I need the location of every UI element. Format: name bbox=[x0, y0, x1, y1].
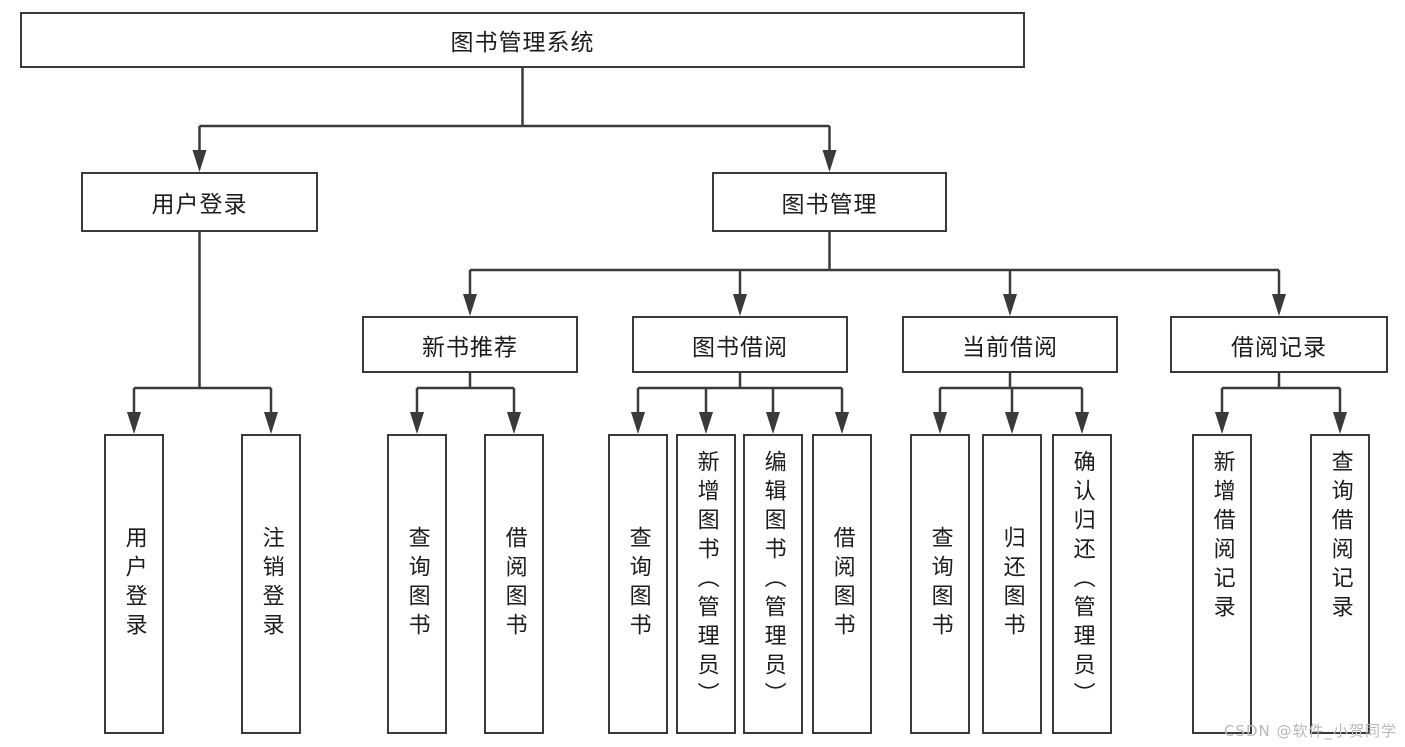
node-user-login[interactable]: 用户登录 bbox=[81, 172, 318, 232]
node-label: 查询图书 bbox=[404, 526, 430, 642]
node-label: 新增图书（管理员） bbox=[693, 450, 719, 711]
node-leaf-return-book[interactable]: 归还图书 bbox=[982, 434, 1042, 734]
connector-arrowhead bbox=[127, 412, 141, 434]
node-root[interactable]: 图书管理系统 bbox=[20, 12, 1025, 68]
connector-arrowhead bbox=[463, 294, 477, 316]
connector-arrowhead bbox=[1272, 294, 1286, 316]
connector-arrowhead bbox=[1215, 412, 1229, 434]
node-label: 用户登录 bbox=[151, 192, 248, 218]
node-label: 查询图书 bbox=[927, 526, 953, 642]
node-leaf-borrow-book-2[interactable]: 借阅图书 bbox=[812, 434, 872, 734]
node-leaf-query-book-3[interactable]: 查询图书 bbox=[910, 434, 970, 734]
node-leaf-query-record[interactable]: 查询借阅记录 bbox=[1310, 434, 1370, 734]
connector-arrowhead bbox=[933, 412, 947, 434]
connector-arrowhead bbox=[1003, 294, 1017, 316]
connector-arrowhead bbox=[733, 294, 747, 316]
connector-arrowhead bbox=[192, 150, 207, 172]
node-leaf-query-book-2[interactable]: 查询图书 bbox=[608, 434, 668, 734]
connector-arrowhead bbox=[264, 412, 278, 434]
node-label: 注销登录 bbox=[258, 526, 284, 642]
node-borrow-record[interactable]: 借阅记录 bbox=[1170, 316, 1388, 373]
node-leaf-user-logout[interactable]: 注销登录 bbox=[241, 434, 301, 734]
node-label: 借阅图书 bbox=[829, 526, 855, 642]
node-label: 当前借阅 bbox=[962, 334, 1058, 361]
node-book-manage[interactable]: 图书管理 bbox=[712, 172, 947, 232]
connector-arrowhead bbox=[699, 412, 713, 434]
node-leaf-user-login[interactable]: 用户登录 bbox=[104, 434, 164, 734]
node-label: 图书管理 bbox=[781, 192, 878, 218]
connector-arrowhead bbox=[631, 412, 645, 434]
connector-arrowhead bbox=[835, 412, 849, 434]
connector-arrowhead bbox=[822, 150, 837, 172]
node-label: 归还图书 bbox=[999, 526, 1025, 642]
node-book-borrow[interactable]: 图书借阅 bbox=[632, 316, 848, 373]
node-leaf-query-book-1[interactable]: 查询图书 bbox=[387, 434, 447, 734]
node-label: 查询图书 bbox=[625, 526, 651, 642]
node-label: 图书管理系统 bbox=[450, 30, 595, 56]
node-leaf-edit-book[interactable]: 编辑图书（管理员） bbox=[743, 434, 803, 734]
node-label: 图书借阅 bbox=[692, 334, 788, 361]
connector-arrowhead bbox=[507, 412, 521, 434]
node-label: 借阅记录 bbox=[1231, 334, 1327, 361]
connector-arrowhead bbox=[1075, 412, 1089, 434]
node-leaf-add-record[interactable]: 新增借阅记录 bbox=[1192, 434, 1252, 734]
node-leaf-confirm-return[interactable]: 确认归还（管理员） bbox=[1052, 434, 1112, 734]
connector-arrowhead bbox=[1005, 412, 1019, 434]
node-label: 编辑图书（管理员） bbox=[760, 450, 786, 711]
node-label: 新增借阅记录 bbox=[1209, 450, 1235, 624]
connector-arrowhead bbox=[1333, 412, 1347, 434]
watermark-label: CSDN @软件_小贺同学 bbox=[1223, 722, 1397, 740]
node-label: 用户登录 bbox=[121, 526, 147, 642]
connector-arrowhead bbox=[766, 412, 780, 434]
connector-arrowhead bbox=[410, 412, 424, 434]
node-leaf-borrow-book-1[interactable]: 借阅图书 bbox=[484, 434, 544, 734]
node-leaf-add-book[interactable]: 新增图书（管理员） bbox=[676, 434, 736, 734]
node-current-borrow[interactable]: 当前借阅 bbox=[902, 316, 1118, 373]
node-label: 借阅图书 bbox=[501, 526, 527, 642]
node-new-book-rec[interactable]: 新书推荐 bbox=[362, 316, 578, 373]
node-label: 新书推荐 bbox=[422, 334, 518, 361]
node-label: 确认归还（管理员） bbox=[1069, 450, 1095, 711]
node-label: 查询借阅记录 bbox=[1327, 450, 1353, 624]
